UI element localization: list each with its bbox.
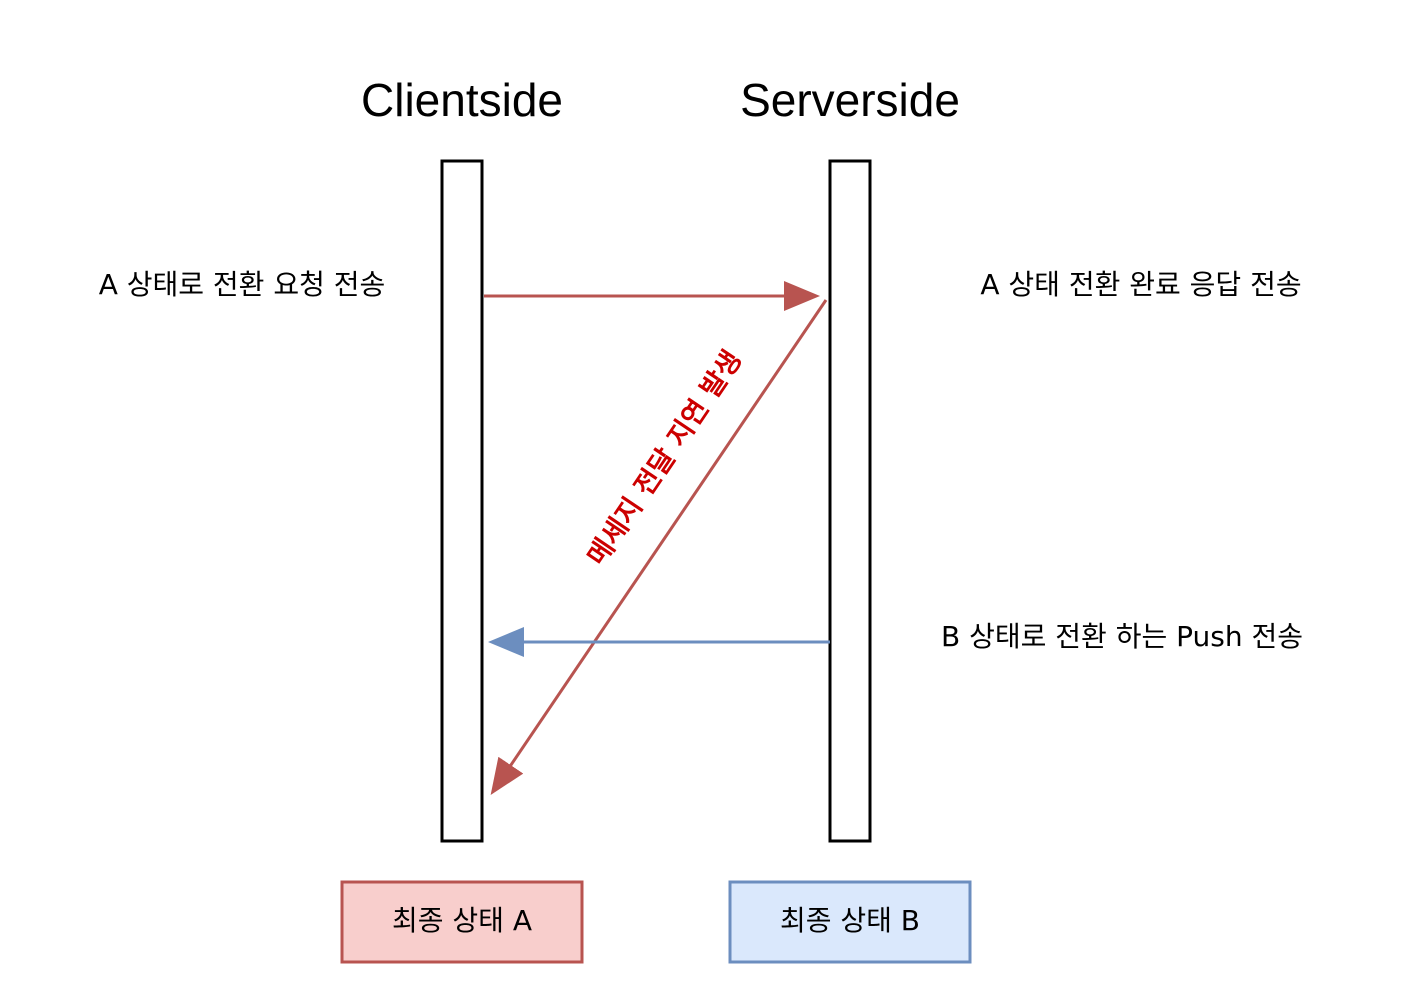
server-final-state-box [728,880,972,964]
client-header: Clientside [361,74,563,126]
request-label: A 상태로 전환 요청 전송 [99,268,386,301]
server-final-state-label: 최종 상태 B [780,904,920,937]
client-lifeline [440,159,484,843]
client-final-state-box [340,880,584,964]
client-final-state-label: 최종 상태 A [392,904,532,937]
delayed-response-arrow [490,299,828,795]
server-header: Serverside [740,74,960,126]
response-label: A 상태 전환 완료 응답 전송 [980,268,1301,301]
push-label: B 상태로 전환 하는 Push 전송 [941,620,1303,653]
server-lifeline [828,159,872,843]
